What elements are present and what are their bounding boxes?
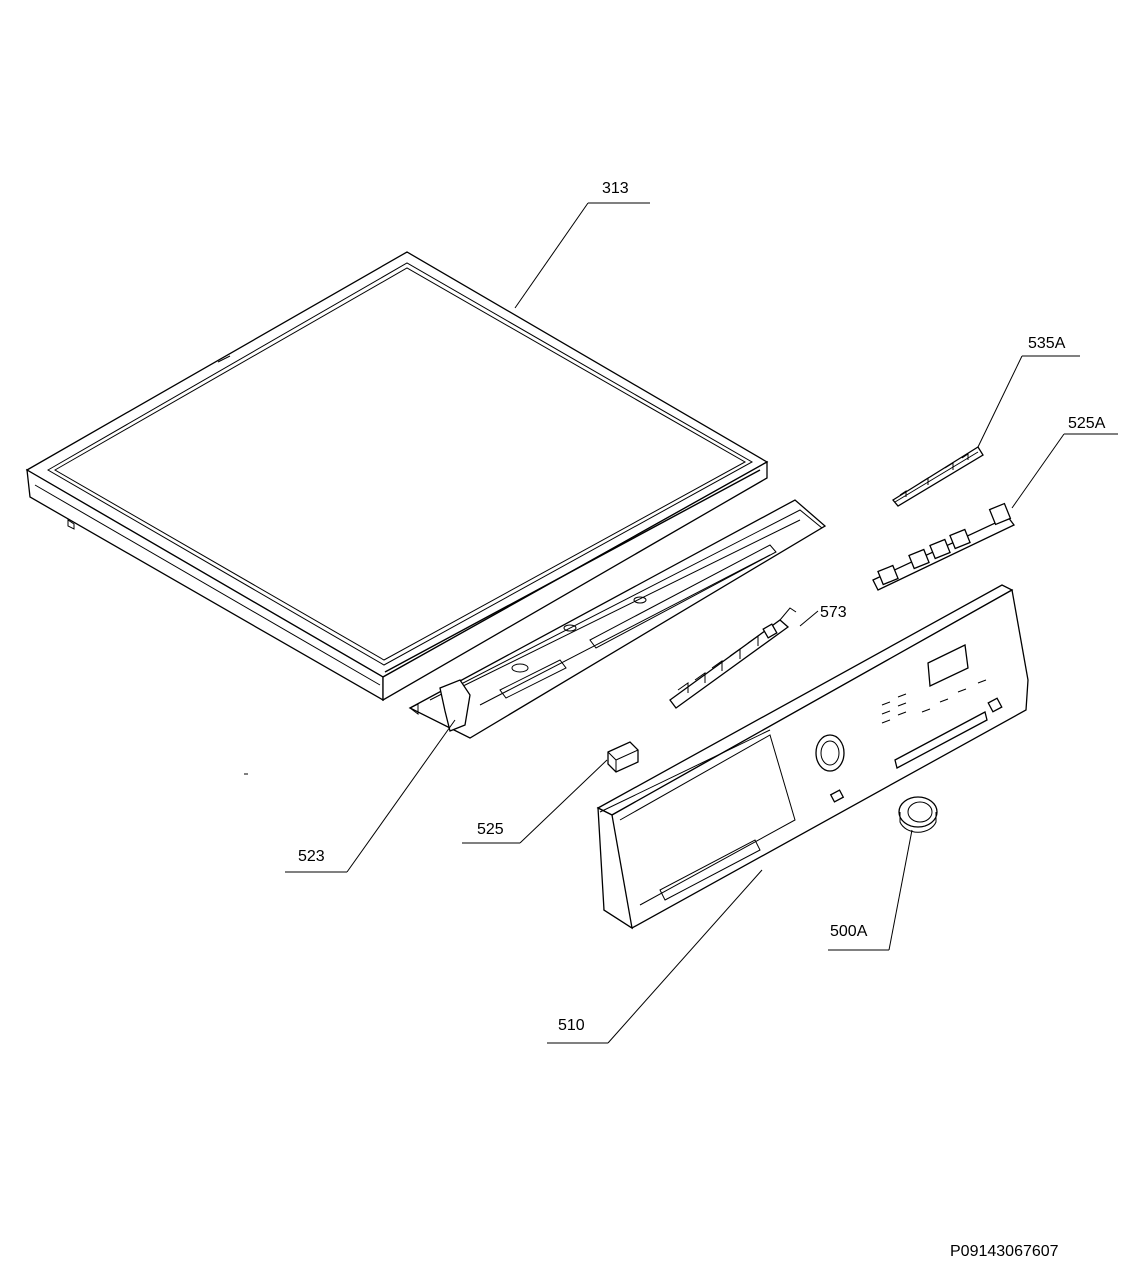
label-525a: 525A [1068, 415, 1106, 432]
label-313: 313 [602, 180, 629, 197]
part-500a-knob [898, 796, 938, 833]
part-523-bracket [408, 499, 827, 739]
label-535a: 535A [1028, 335, 1066, 352]
part-535a-board [892, 446, 984, 507]
leader-lines [285, 202, 1118, 1044]
document-id: P09143067607 [950, 1243, 1059, 1260]
part-573-display-board [669, 607, 797, 709]
label-510: 510 [558, 1017, 585, 1034]
label-500a: 500A [830, 923, 868, 940]
part-510-control-panel [596, 584, 1029, 930]
label-525: 525 [477, 821, 504, 838]
label-573: 573 [820, 604, 847, 621]
part-525-button [607, 741, 639, 773]
part-525a-switch-board [872, 502, 1015, 591]
label-523: 523 [298, 848, 325, 865]
part-313-top-lid [25, 251, 769, 702]
